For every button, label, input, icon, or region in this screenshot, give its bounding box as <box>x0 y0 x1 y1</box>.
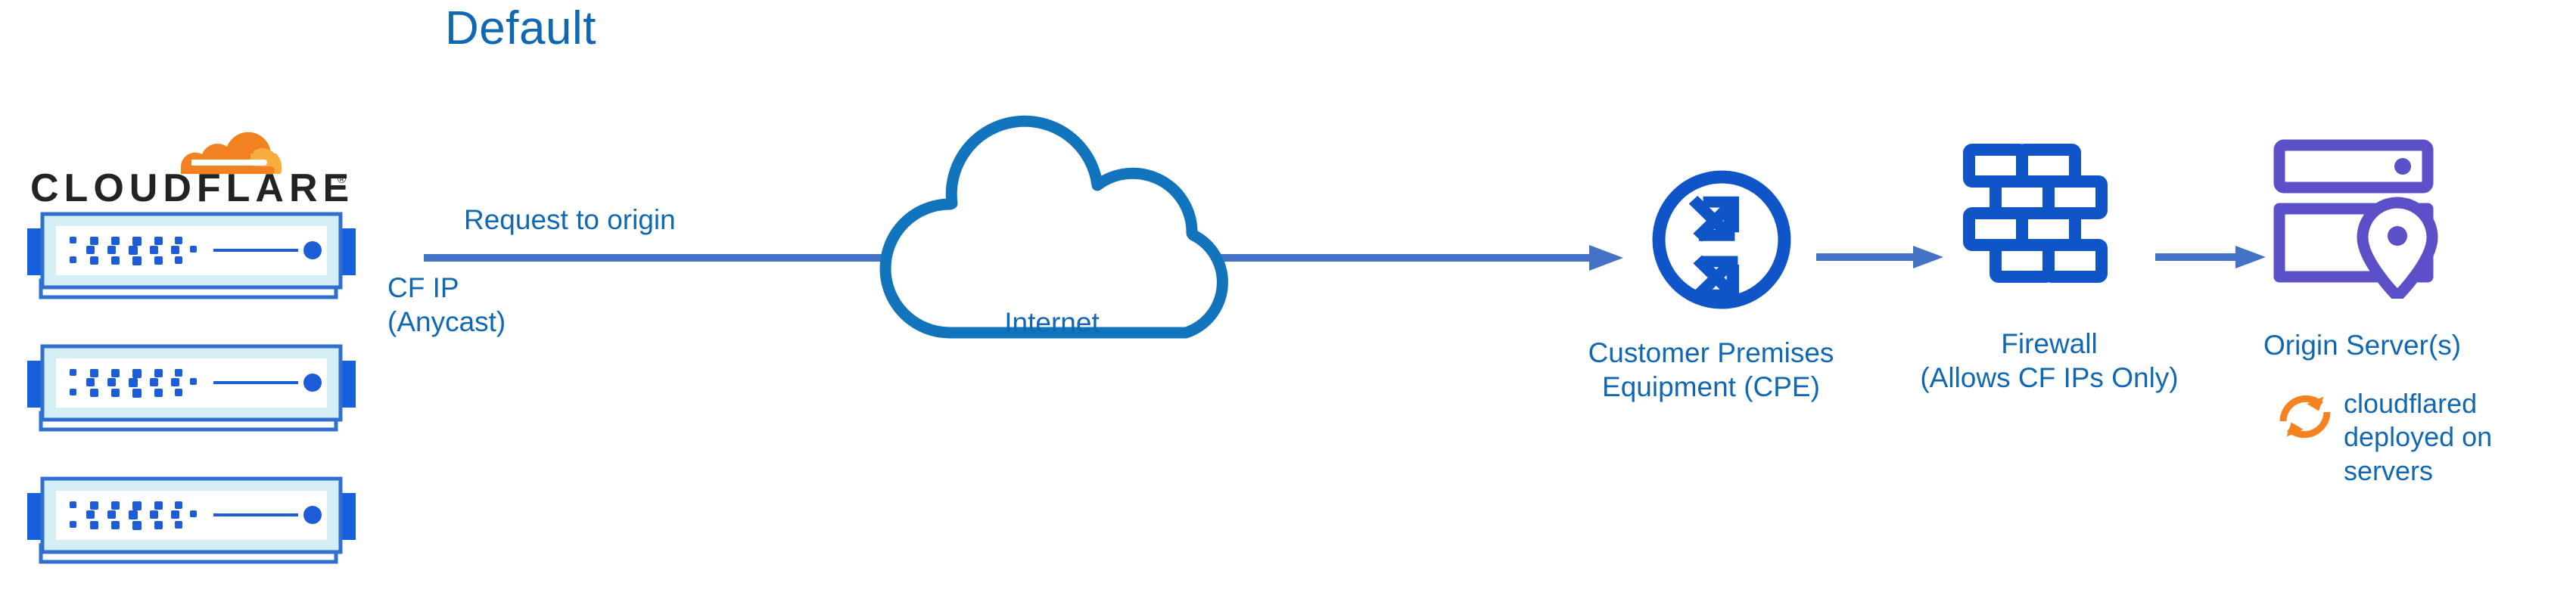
internet-cloud <box>836 106 1275 352</box>
firewall-to-origin-arrow <box>2155 242 2276 272</box>
brick-wall-icon <box>1963 144 2108 283</box>
cf-ip-anycast-label: CF IP (Anycast) <box>387 272 506 338</box>
firewall-label: Firewall (Allows CF IPs Only) <box>1920 328 2179 394</box>
cloud-icon <box>879 115 1228 339</box>
page-title: Default <box>445 2 596 54</box>
firewall-node <box>1962 142 2113 297</box>
svg-text:CLOUDFLARE: CLOUDFLARE <box>30 166 348 206</box>
cloudflare-logo: CLOUDFLARE ® <box>30 112 348 206</box>
cloudflare-wordmark: CLOUDFLARE ® <box>30 166 348 206</box>
edge-device-2 <box>23 340 363 435</box>
internet-label: Internet <box>1004 307 1100 338</box>
cpe-to-firewall-arrow <box>1816 242 1952 272</box>
network-device-icon <box>27 476 356 564</box>
router-icon <box>1652 170 1791 309</box>
cloudflare-cloud-mark <box>180 132 282 174</box>
network-device-icon <box>27 212 356 299</box>
origin-server-label: Origin Server(s) <box>2263 330 2462 361</box>
edge-device-3 <box>23 473 363 567</box>
cloudflared-annotation-label: cloudflared deployed on servers <box>2344 388 2493 486</box>
edge-device-1 <box>23 208 363 302</box>
origin-server-icon <box>2273 139 2438 302</box>
cpe-node <box>1650 168 1794 315</box>
cpe-label: Customer Premises Equipment (CPE) <box>1588 337 1834 403</box>
network-device-icon <box>27 344 356 432</box>
sync-refresh-icon <box>2273 384 2338 453</box>
origin-server-node <box>2270 136 2452 302</box>
request-to-origin-label: Request to origin <box>464 204 676 235</box>
svg-text:®: ® <box>338 173 346 186</box>
